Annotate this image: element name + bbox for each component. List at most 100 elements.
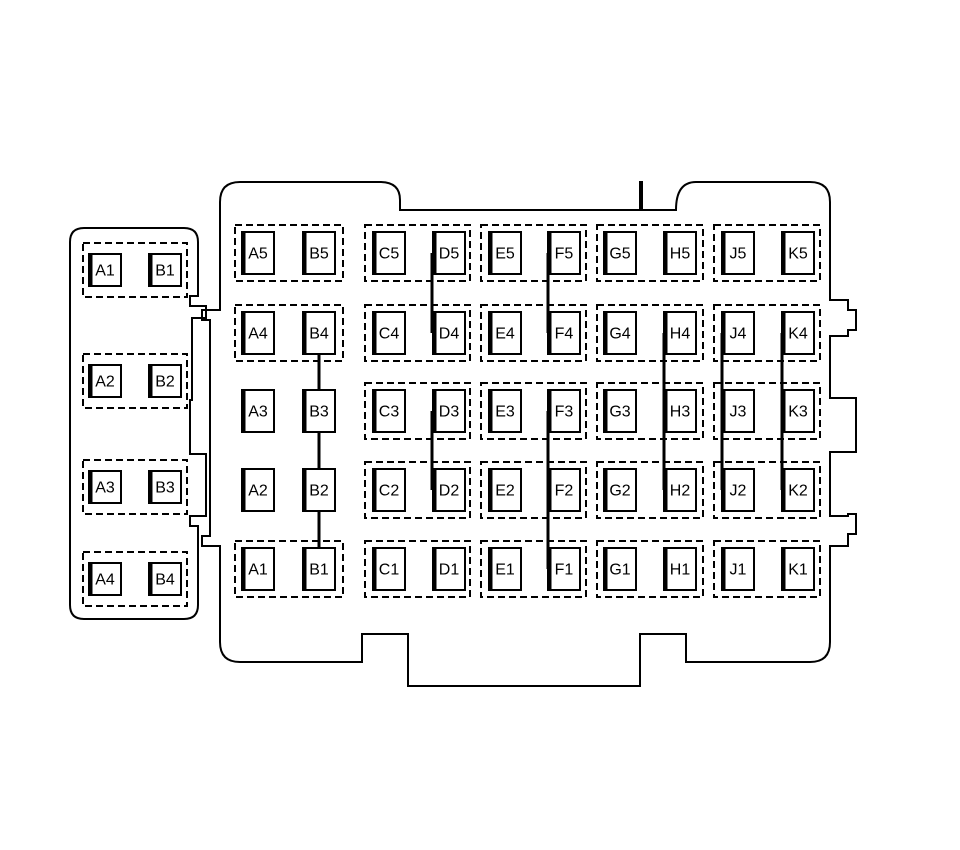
pin-label: D1 [439, 562, 460, 579]
pin-label: J5 [730, 246, 747, 263]
pin-cavity: F3 [547, 389, 581, 433]
pin-cavity: K5 [781, 231, 815, 275]
pin-label: C3 [379, 404, 400, 421]
pin-cavity: B4 [302, 311, 336, 355]
pin-cavity: G2 [603, 468, 637, 512]
pin-label: A3 [248, 404, 268, 421]
pin-group-outline [364, 304, 471, 362]
pin-cavity: D4 [432, 311, 466, 355]
pin-label: H3 [670, 404, 691, 421]
pin-label: E1 [495, 562, 515, 579]
pin-cavity: A4 [88, 562, 122, 596]
pin-cavity: H1 [663, 547, 697, 591]
pin-cavity: G3 [603, 389, 637, 433]
pin-group-outline [480, 382, 587, 440]
pin-cavity: J2 [721, 468, 755, 512]
pin-label: A5 [248, 246, 268, 263]
pin-label: B2 [309, 483, 329, 500]
pin-group-outline [596, 540, 704, 598]
left-connector-housing [69, 227, 207, 620]
pin-label: K3 [788, 404, 808, 421]
pin-label: B3 [309, 404, 329, 421]
pin-label: K1 [788, 562, 808, 579]
pin-label: E3 [495, 404, 515, 421]
pin-cavity: J3 [721, 389, 755, 433]
pin-box [241, 311, 275, 355]
pin-label: K2 [788, 483, 808, 500]
pin-cavity: G4 [603, 311, 637, 355]
pin-box [721, 547, 755, 591]
pin-cavity: A5 [241, 231, 275, 275]
pin-label: D4 [439, 326, 460, 343]
pin-label: B3 [155, 480, 175, 497]
pin-cavity: A1 [241, 547, 275, 591]
pin-cavity: K4 [781, 311, 815, 355]
pin-group-outline [480, 540, 587, 598]
pin-cavity: A2 [88, 364, 122, 398]
pin-cavity: E4 [488, 311, 522, 355]
pin-cavity: F2 [547, 468, 581, 512]
pin-cavity: C1 [372, 547, 406, 591]
left-row-group [82, 551, 188, 607]
pin-cavity: E3 [488, 389, 522, 433]
pin-label: F4 [555, 326, 574, 343]
pin-group-outline [596, 304, 704, 362]
pin-label: G4 [609, 326, 630, 343]
pin-cavity: H5 [663, 231, 697, 275]
pin-box [781, 389, 815, 433]
pin-group-outline [364, 382, 471, 440]
pin-label: C4 [379, 326, 400, 343]
pin-cavity: F1 [547, 547, 581, 591]
pin-label: D5 [439, 246, 460, 263]
pin-label: A4 [248, 326, 268, 343]
pin-box [721, 231, 755, 275]
pin-box [663, 311, 697, 355]
pin-group-outline [713, 224, 821, 282]
pin-label: E2 [495, 483, 515, 500]
pin-box [488, 231, 522, 275]
pin-box [148, 562, 182, 596]
pin-box [663, 231, 697, 275]
left-row-group [82, 353, 188, 409]
pin-cavity: H3 [663, 389, 697, 433]
pin-cavity: B3 [148, 470, 182, 504]
pin-group-outline [234, 224, 344, 282]
pin-label: H2 [670, 483, 691, 500]
pin-box [781, 547, 815, 591]
pin-cavity: C3 [372, 389, 406, 433]
pin-cavity: B3 [302, 389, 336, 433]
pin-group-outline [480, 461, 587, 519]
pin-box [432, 547, 466, 591]
pin-cavity: E2 [488, 468, 522, 512]
pin-cavity: G5 [603, 231, 637, 275]
pin-cavity: D2 [432, 468, 466, 512]
pin-cavity: B4 [148, 562, 182, 596]
pin-label: A1 [248, 562, 268, 579]
pin-label: A4 [95, 572, 115, 589]
pin-label: C1 [379, 562, 400, 579]
pin-box [603, 231, 637, 275]
pin-label: F1 [555, 562, 574, 579]
pin-cavity: C4 [372, 311, 406, 355]
pin-box [603, 468, 637, 512]
pin-box [88, 470, 122, 504]
left-row-group [82, 242, 188, 298]
pin-cavity: A2 [241, 468, 275, 512]
pin-box [781, 231, 815, 275]
pin-cavity: A3 [88, 470, 122, 504]
pin-label: A1 [95, 263, 115, 280]
pin-label: H5 [670, 246, 691, 263]
pin-box [148, 253, 182, 287]
pin-label: C2 [379, 483, 400, 500]
pin-box [603, 389, 637, 433]
pin-box [302, 389, 336, 433]
pin-label: F2 [555, 483, 574, 500]
pin-label: J1 [730, 562, 747, 579]
pin-label: E4 [495, 326, 515, 343]
pin-cavity: A4 [241, 311, 275, 355]
pin-cavity: J1 [721, 547, 755, 591]
pin-box [547, 468, 581, 512]
